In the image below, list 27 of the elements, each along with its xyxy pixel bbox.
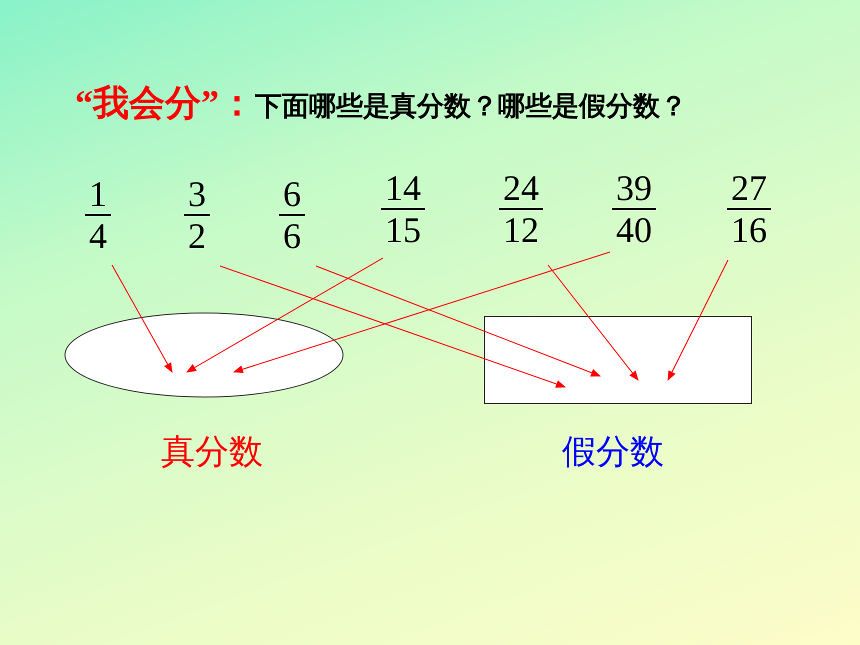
denominator: 12 [502, 212, 540, 248]
arrow [186, 258, 384, 372]
arrow [548, 264, 639, 381]
arrow [220, 266, 566, 388]
question-text: 下面哪些是真分数？哪些是假分数？ [255, 91, 687, 122]
numerator: 39 [615, 170, 653, 206]
numerator: 6 [282, 176, 302, 212]
denominator: 4 [88, 218, 108, 254]
numerator: 14 [384, 170, 422, 206]
numerator: 24 [502, 170, 540, 206]
arrow [112, 264, 172, 373]
ellipse-container [64, 312, 344, 398]
numerator: 1 [88, 176, 108, 212]
arrow [233, 252, 610, 374]
numerator: 27 [730, 170, 768, 206]
denominator: 16 [730, 212, 768, 248]
denominator: 6 [282, 218, 302, 254]
category-label: 假分数 [562, 431, 664, 474]
denominator: 2 [187, 218, 207, 254]
arrow [668, 260, 728, 381]
denominator: 40 [615, 212, 653, 248]
arrow [316, 266, 601, 376]
denominator: 15 [384, 212, 422, 248]
numerator: 3 [187, 176, 207, 212]
rectangle-container [484, 316, 752, 404]
title: “我会分”： [75, 83, 255, 123]
category-label: 真分数 [161, 431, 263, 474]
